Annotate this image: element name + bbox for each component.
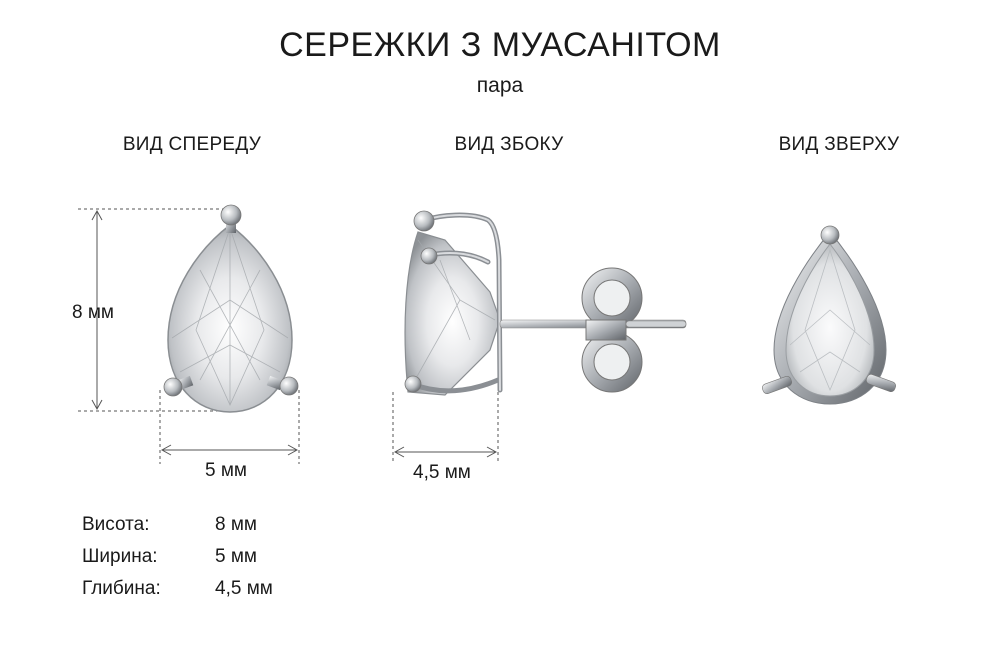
spec-row-height: Висота: 8 мм <box>82 514 273 546</box>
product-subtitle: пара <box>476 74 524 97</box>
top-view-earring <box>762 225 896 405</box>
spec-label: Глибина: <box>82 578 161 599</box>
top-gem <box>785 243 875 397</box>
width-dimension <box>159 390 300 464</box>
depth-dimension-label: 4,5 мм <box>413 462 471 483</box>
spec-value: 8 мм <box>215 514 257 535</box>
spec-row-depth: Глибина: 4,5 мм <box>82 578 273 610</box>
spec-value: 5 мм <box>215 546 257 567</box>
spec-value: 4,5 мм <box>215 578 273 599</box>
specs-table: Висота: 8 мм Ширина: 5 мм Глибина: 4,5 м… <box>82 514 273 610</box>
front-view-earring <box>78 204 300 464</box>
depth-dimension <box>392 392 499 462</box>
spec-label: Ширина: <box>82 546 158 567</box>
view-label-front: ВИД СПЕРЕДУ <box>122 134 262 155</box>
view-label-top: ВИД ЗВЕРХУ <box>778 134 900 155</box>
width-dimension-label: 5 мм <box>205 460 247 481</box>
view-label-side: ВИД ЗБОКУ <box>454 134 564 155</box>
height-dimension <box>78 208 232 412</box>
spec-label: Висота: <box>82 514 150 535</box>
height-dimension-label: 8 мм <box>72 302 114 323</box>
side-view-earring <box>392 210 687 462</box>
spec-row-width: Ширина: 5 мм <box>82 546 273 578</box>
butterfly-back <box>581 267 643 393</box>
product-title: СЕРЕЖКИ З МУАСАНІТОМ <box>279 26 721 64</box>
